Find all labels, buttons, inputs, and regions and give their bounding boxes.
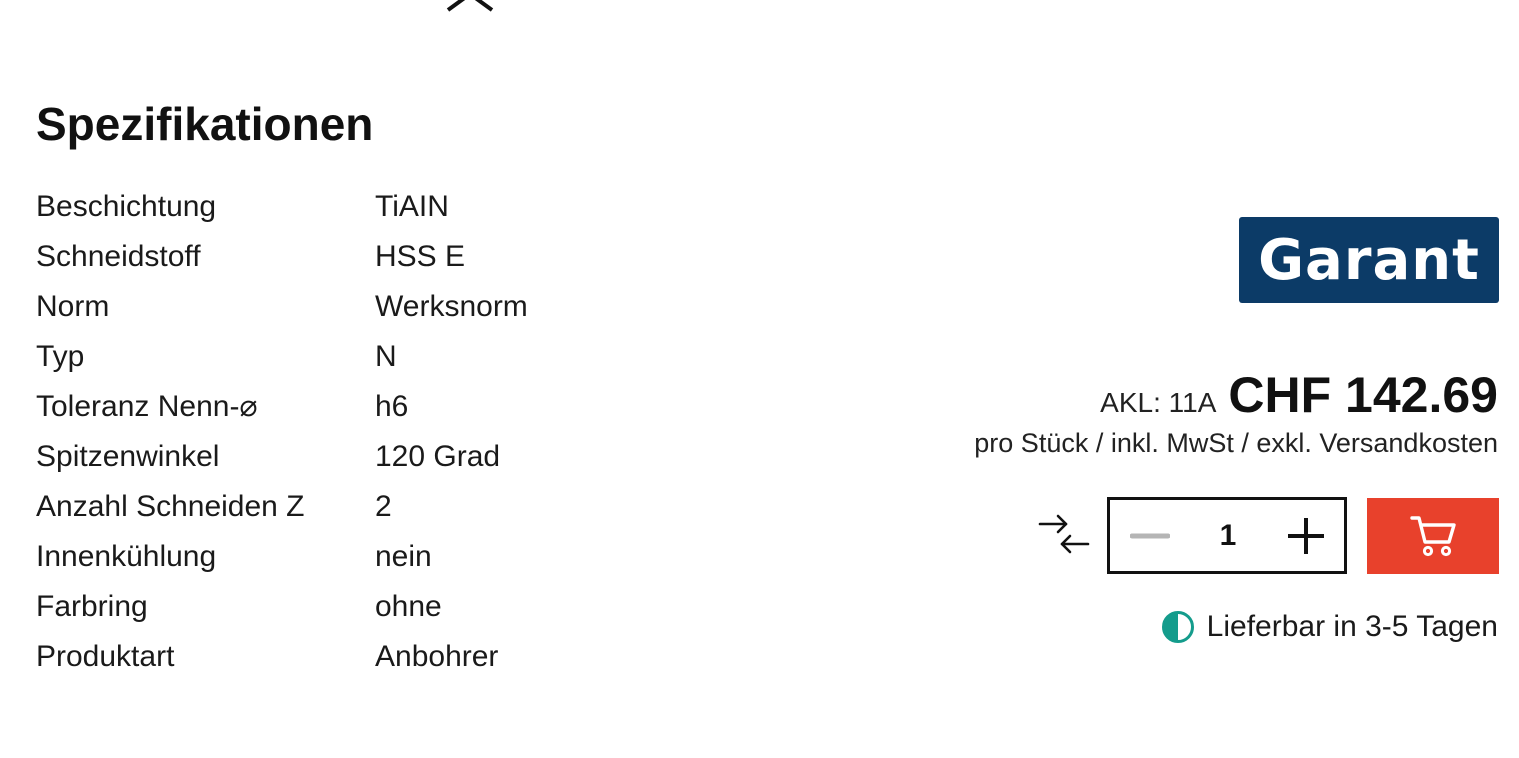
price: CHF 142.69 (1228, 367, 1498, 423)
increase-quantity-button[interactable] (1284, 514, 1328, 558)
decrease-quantity-button[interactable] (1128, 514, 1172, 558)
spec-value: 2 (375, 490, 392, 523)
compare-arrows-icon (1038, 514, 1090, 554)
spec-row: Anzahl Schneiden Z 2 (36, 482, 528, 532)
half-circle-icon (1161, 611, 1194, 643)
spec-value: h6 (375, 390, 409, 423)
spec-label: Farbring (36, 590, 148, 623)
plus-icon (1288, 517, 1324, 554)
spec-value: N (375, 340, 397, 373)
spec-label: Anzahl Schneiden Z (36, 490, 305, 523)
spec-value: TiAIN (375, 190, 449, 223)
availability-text: Lieferbar in 3-5 Tagen (1206, 610, 1498, 643)
spec-value: Werksnorm (375, 290, 528, 323)
price-row: AKL: 11A CHF 142.69 (1100, 366, 1498, 424)
spec-row: Spitzenwinkel 120 Grad (36, 432, 528, 482)
spec-label: Norm (36, 290, 110, 323)
spec-row: Norm Werksnorm (36, 282, 528, 332)
brand-logo: Garant (1239, 217, 1499, 303)
specifications-title: Spezifikationen (36, 98, 374, 150)
spec-value: HSS E (375, 240, 466, 273)
minus-icon (1130, 533, 1170, 538)
brand-logo-text: Garant (1258, 227, 1480, 293)
spec-label: Produktart (36, 640, 175, 673)
availability-status: Lieferbar in 3-5 Tagen (1161, 610, 1498, 644)
specifications-table: Beschichtung TiAIN Schneidstoff HSS E Norm We… (36, 182, 528, 682)
spec-row: Produktart Anbohrer (36, 632, 528, 682)
spec-label: Innenkühlung (36, 540, 217, 573)
quantity-stepper: 1 (1107, 497, 1347, 574)
akl-code: AKL: 11A (1100, 387, 1217, 418)
spec-row: Toleranz Nenn-⌀ h6 (36, 382, 528, 432)
spec-value: nein (375, 540, 432, 573)
price-note: pro Stück / inkl. MwSt / exkl. Versandko… (974, 428, 1498, 458)
spec-row: Farbring ohne (36, 582, 528, 632)
quantity-value[interactable]: 1 (1219, 518, 1237, 552)
spec-value: Anbohrer (375, 640, 499, 673)
spec-label: Toleranz Nenn-⌀ (36, 390, 258, 423)
spec-label: Beschichtung (36, 190, 217, 223)
spec-label: Typ (36, 340, 85, 373)
spec-row: Schneidstoff HSS E (36, 232, 528, 282)
close-button[interactable] (444, 0, 496, 14)
spec-label: Schneidstoff (36, 240, 201, 273)
spec-row: Innenkühlung nein (36, 532, 528, 582)
spec-row: Typ N (36, 332, 528, 382)
close-icon (446, 0, 494, 12)
cart-icon (1410, 516, 1456, 557)
spec-value: ohne (375, 590, 442, 623)
compare-button[interactable] (1036, 512, 1092, 560)
add-to-cart-button[interactable] (1367, 498, 1499, 574)
spec-label: Spitzenwinkel (36, 440, 220, 473)
spec-value: 120 Grad (375, 440, 501, 473)
spec-row: Beschichtung TiAIN (36, 182, 528, 232)
